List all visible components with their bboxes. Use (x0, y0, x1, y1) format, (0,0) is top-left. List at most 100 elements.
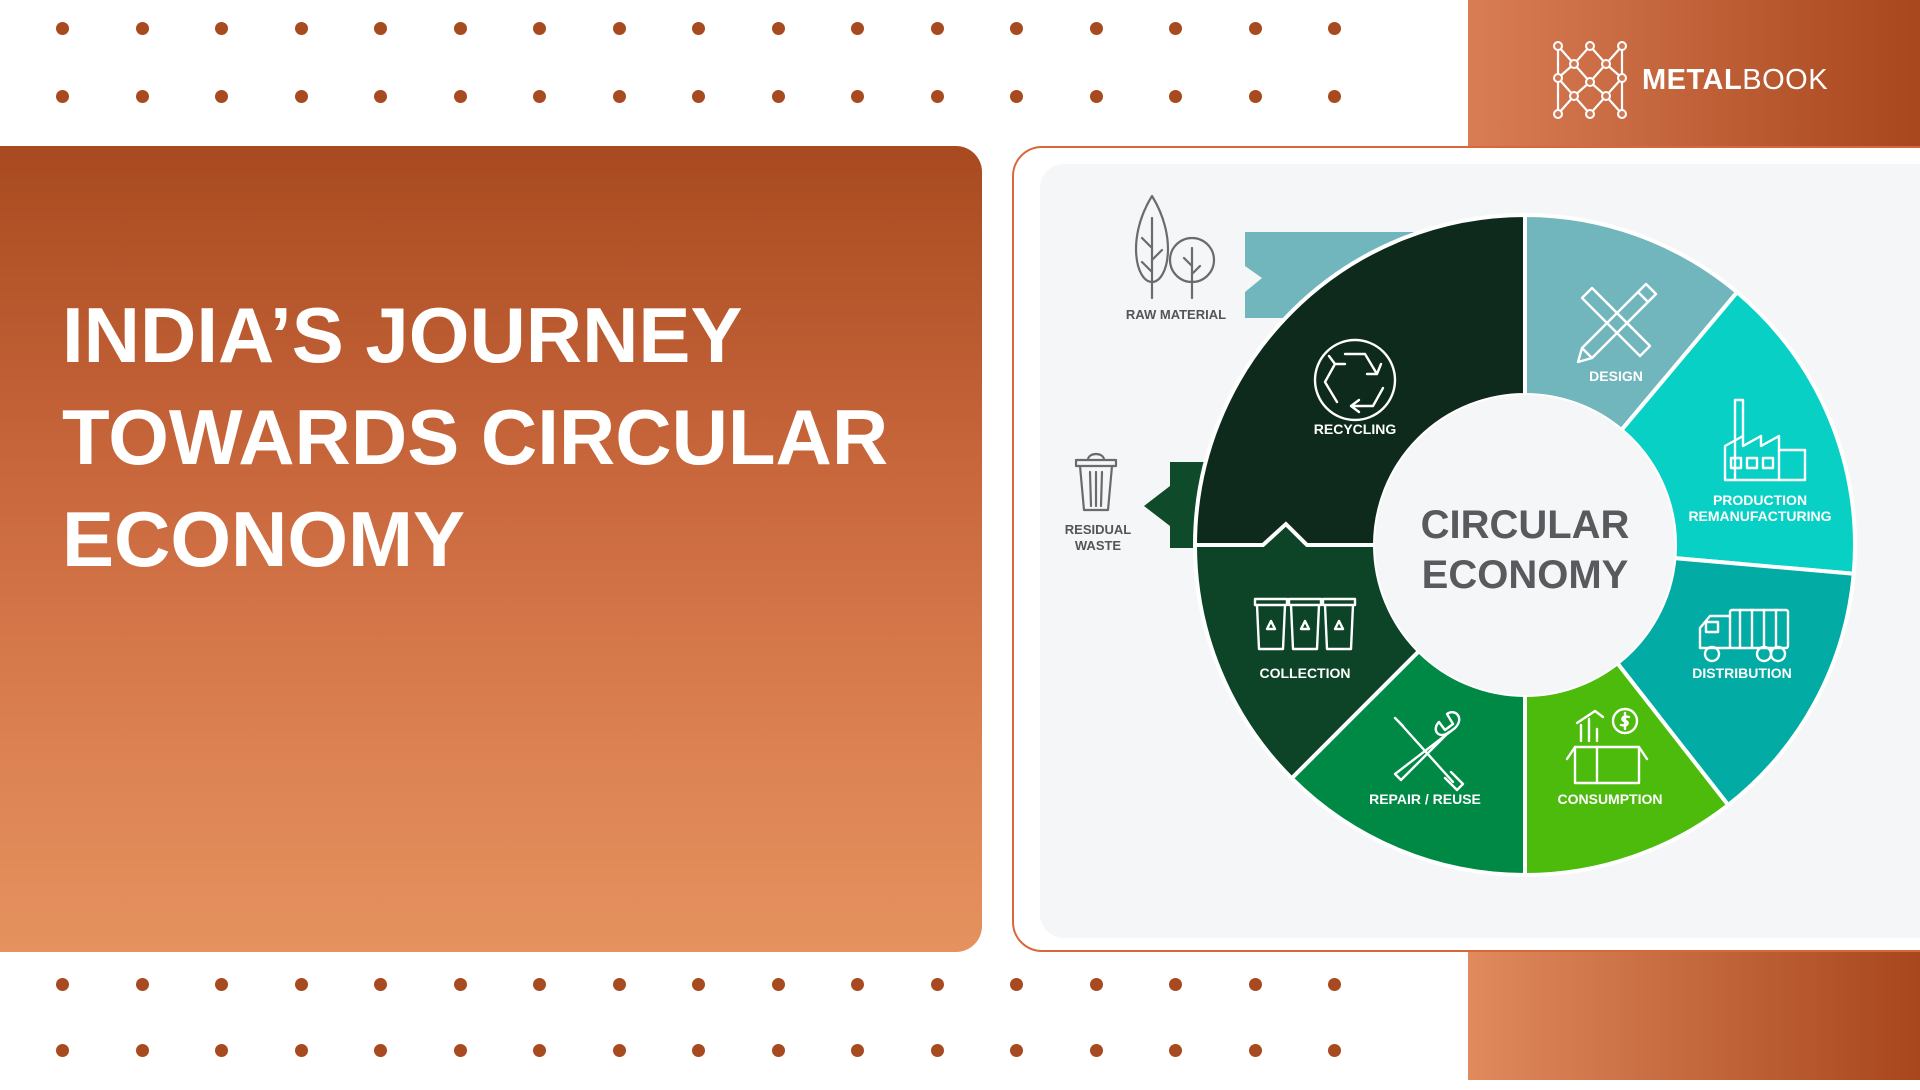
decorative-dot (294, 978, 308, 991)
decorative-dot (1169, 1044, 1182, 1057)
segment-label-collection: COLLECTION (1260, 665, 1351, 681)
dot-grid-top (0, 0, 1470, 150)
trash-can-icon (1074, 452, 1118, 512)
decorative-dot (1010, 978, 1023, 991)
decorative-dot (612, 1044, 626, 1057)
decorative-dot (930, 1044, 944, 1057)
center-hub (1375, 395, 1675, 695)
decorative-dot (374, 22, 387, 35)
decorative-dot (1169, 22, 1182, 35)
decorative-dot (1089, 1044, 1103, 1057)
decorative-dot (692, 978, 705, 991)
decorative-dot (56, 1044, 69, 1057)
decorative-dot (1010, 22, 1023, 35)
decorative-dot (612, 22, 626, 35)
decorative-dot (1010, 1044, 1023, 1057)
decorative-dot (533, 978, 546, 991)
decorative-dot (1089, 22, 1103, 35)
decorative-dot (1248, 1044, 1262, 1057)
decorative-dot (135, 90, 149, 103)
dot-grid-bottom (0, 940, 1470, 1090)
decorative-dot (1248, 22, 1262, 35)
decorative-dot (294, 22, 308, 35)
decorative-dot (1089, 978, 1103, 991)
decorative-dot (215, 22, 228, 35)
decorative-dot (930, 978, 944, 991)
brand-logo[interactable]: METALBOOK (1552, 38, 1828, 122)
decorative-dot (1248, 90, 1262, 103)
segment-label-design: DESIGN (1589, 368, 1643, 384)
segment-label-production: REMANUFACTURING (1688, 508, 1831, 524)
segment-label-distribution: DISTRIBUTION (1692, 665, 1792, 681)
decorative-dot (374, 978, 387, 991)
decorative-dot (1010, 90, 1023, 103)
decorative-dot (930, 22, 944, 35)
pencil-ruler-icon (1576, 282, 1658, 364)
decorative-dot (771, 978, 785, 991)
recycle-icon (1313, 338, 1397, 422)
decorative-dot (692, 90, 705, 103)
network-m-icon (1553, 41, 1627, 119)
decorative-dot (294, 1044, 308, 1057)
accent-block-top (1468, 0, 1920, 162)
decorative-dot (612, 978, 626, 991)
decorative-dot (453, 978, 467, 991)
center-label: ECONOMY (1422, 553, 1629, 597)
decorative-dot (215, 978, 228, 991)
decorative-dot (771, 1044, 785, 1057)
decorative-dot (374, 90, 387, 103)
decorative-dot (692, 22, 705, 35)
decorative-dot (851, 1044, 864, 1057)
title-panel: INDIA’S JOURNEY TOWARDS CIRCULAR ECONOMY (0, 146, 982, 952)
decorative-dot (453, 90, 467, 103)
decorative-dot (533, 1044, 546, 1057)
decorative-dot (1328, 90, 1341, 103)
decorative-dot (851, 978, 864, 991)
decorative-dot (1248, 978, 1262, 991)
segment-label-recycling: RECYCLING (1314, 421, 1397, 437)
decorative-dot (533, 90, 546, 103)
residual-waste-arrow (1144, 462, 1205, 548)
decorative-dot (294, 90, 308, 103)
decorative-dot (453, 22, 467, 35)
decorative-dot (612, 90, 626, 103)
decorative-dot (1328, 978, 1341, 991)
decorative-dot (215, 1044, 228, 1057)
decorative-dot (56, 22, 69, 35)
decorative-dot (771, 90, 785, 103)
segment-label-consumption: CONSUMPTION (1558, 791, 1663, 807)
decorative-dot (1169, 90, 1182, 103)
title-line: TOWARDS CIRCULAR (62, 393, 889, 481)
decorative-dot (1169, 978, 1182, 991)
decorative-dot (135, 1044, 149, 1057)
decorative-dot (1328, 1044, 1341, 1057)
decorative-dot (851, 90, 864, 103)
title-line: ECONOMY (62, 495, 466, 583)
residual-waste-label: RESIDUAL (1065, 522, 1132, 537)
decorative-dot (56, 90, 69, 103)
factory-icon (1723, 398, 1807, 482)
decorative-dot (851, 22, 864, 35)
decorative-dot (930, 90, 944, 103)
decorative-dot (135, 22, 149, 35)
brand-name-bold: METAL (1642, 63, 1743, 96)
decorative-dot (771, 22, 785, 35)
segment-label-repair: REPAIR / REUSE (1369, 791, 1481, 807)
decorative-dot (135, 978, 149, 991)
decorative-dot (453, 1044, 467, 1057)
brand-name-light: BOOK (1742, 63, 1829, 96)
box-icon (1565, 707, 1649, 785)
truck-icon (1698, 608, 1790, 663)
segment-label-production: PRODUCTION (1713, 492, 1807, 508)
decorative-dot (374, 1044, 387, 1057)
accent-block-bottom (1468, 938, 1920, 1080)
brand-name: METALBOOK (1642, 64, 1828, 97)
decorative-dot (1328, 22, 1341, 35)
trees-icon (1134, 194, 1216, 300)
page-title: INDIA’S JOURNEY TOWARDS CIRCULAR ECONOMY (62, 284, 962, 590)
decorative-dot (533, 22, 546, 35)
raw-material-label: RAW MATERIAL (1126, 307, 1226, 322)
decorative-dot (1089, 90, 1103, 103)
decorative-dot (692, 1044, 705, 1057)
